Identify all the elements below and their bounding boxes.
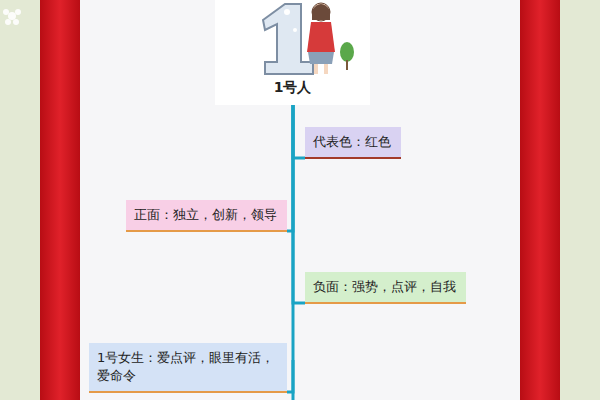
big-digit [263,4,313,74]
red-band [40,0,80,400]
snow [293,28,297,32]
branch-connector [287,105,293,392]
flower-deco [3,9,21,25]
box-text: 负面：强势，点评，自我 [313,278,458,296]
positive-box: 正面：独立，创新，领导 [126,200,287,232]
box-text: 代表色：红色 [313,133,393,151]
illustration-ground [215,0,370,105]
red-band [520,0,560,400]
snow [284,9,290,15]
box-text: 1号女生：爱点评，眼里有活，爱命令 [97,349,277,384]
panel [80,0,520,400]
negative-box: 负面：强势，点评，自我 [305,272,466,304]
title-node: 1号人 [215,0,370,105]
color-box: 代表色：红色 [305,127,401,159]
small-tree [340,42,354,70]
girl-figure [307,3,335,74]
title-text: 1号人 [274,78,312,97]
branch-connector [293,105,305,303]
female-box: 1号女生：爱点评，眼里有活，爱命令 [89,343,287,393]
box-text: 正面：独立，创新，领导 [134,206,279,224]
branch-connector [293,105,305,158]
